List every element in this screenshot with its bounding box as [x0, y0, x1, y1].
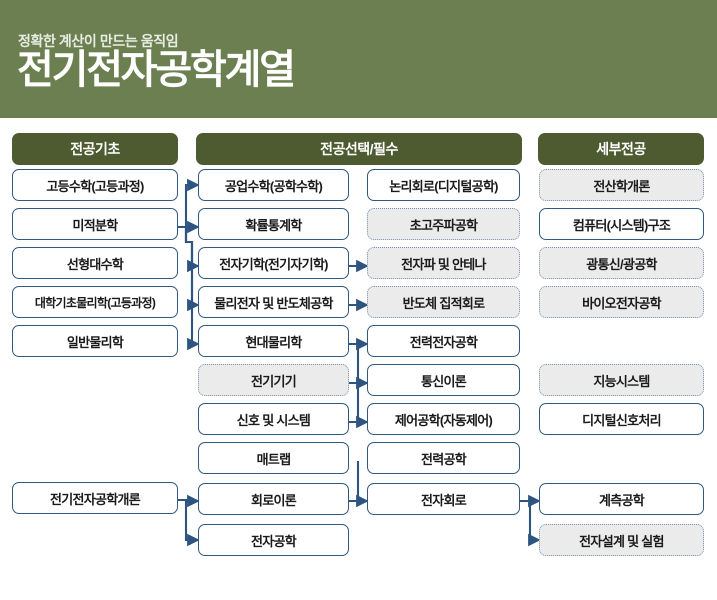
- course-box-godeungsuhak[interactable]: 고등수학(고등과정): [12, 169, 178, 201]
- page-banner: 정확한 계산이 만드는 움직임 전기전자공학계열: [0, 0, 717, 118]
- course-box-matlab[interactable]: 매트랩: [198, 442, 349, 474]
- course-box-jeoeogonghak[interactable]: 제어공학(자동제어): [367, 403, 520, 435]
- course-box-gongeopsuhak[interactable]: 공업수학(공학수학): [198, 169, 349, 201]
- course-box-jeonryeokjeonjagonghak[interactable]: 전력전자공학: [367, 325, 520, 357]
- column-header-major-elective: 전공선택/필수: [196, 133, 522, 165]
- course-box-jeonsanhakgaeron[interactable]: 전산학개론: [539, 169, 704, 201]
- course-box-sinhomitsystem[interactable]: 신호 및 시스템: [198, 403, 349, 435]
- course-box-jineungsystem[interactable]: 지능시스템: [539, 364, 704, 396]
- course-box-daehakgichomulrihak[interactable]: 대학기초물리학(고등과정): [12, 286, 178, 318]
- course-box-bandochejipjeokhoero[interactable]: 반도체 집적회로: [367, 286, 520, 318]
- course-box-nonrihoero[interactable]: 논리회로(디지털공학): [367, 169, 520, 201]
- course-box-gwangtongsin[interactable]: 광통신/광공학: [539, 247, 704, 279]
- column-header-major-detail: 세부전공: [538, 133, 704, 165]
- course-box-ilbanmulrihak[interactable]: 일반물리학: [12, 325, 178, 357]
- course-box-gyecheukgonghak[interactable]: 계측공학: [539, 483, 704, 515]
- course-box-biojeonjagonghak[interactable]: 바이오전자공학: [539, 286, 704, 318]
- course-box-mijeokbunhak[interactable]: 미적분학: [12, 208, 178, 240]
- course-box-mulrijeonja[interactable]: 물리전자 및 반도체공학: [198, 286, 349, 318]
- course-box-jeonjaseolgyemitsilheom[interactable]: 전자설계 및 실험: [539, 524, 704, 556]
- course-box-jeongijeonjagonghakgaeron[interactable]: 전기전자공학개론: [12, 482, 178, 514]
- column-header-major-basics: 전공기초: [12, 133, 178, 165]
- course-box-seonhyeongdaesuhak[interactable]: 선형대수학: [12, 247, 178, 279]
- page-title: 전기전자공학계열: [17, 48, 296, 92]
- course-box-jeonryeokgonghak[interactable]: 전력공학: [367, 442, 520, 474]
- course-box-jeongigigi[interactable]: 전기기기: [198, 364, 349, 396]
- course-box-computergujo[interactable]: 컴퓨터(시스템)구조: [539, 208, 704, 240]
- course-box-jeonjagihak[interactable]: 전자기학(전기자기학): [198, 247, 349, 279]
- course-box-chogojupagonghak[interactable]: 초고주파공학: [367, 208, 520, 240]
- course-box-hoeroiron[interactable]: 회로이론: [198, 483, 349, 515]
- course-box-hwakryultonggyehak[interactable]: 확률통계학: [198, 208, 349, 240]
- banner-subtitle: 정확한 계산이 만드는 움직임: [18, 33, 179, 49]
- course-box-jeonjapamitantenna[interactable]: 전자파 및 안테나: [367, 247, 520, 279]
- course-box-digitalsinhocheori[interactable]: 디지털신호처리: [539, 403, 704, 435]
- course-box-jeonjagonghak[interactable]: 전자공학: [198, 524, 349, 556]
- course-box-tongsiniron[interactable]: 통신이론: [367, 364, 520, 396]
- course-box-hyeondaemulrihak[interactable]: 현대물리학: [198, 325, 349, 357]
- course-box-jeonjahoero[interactable]: 전자회로: [367, 483, 520, 515]
